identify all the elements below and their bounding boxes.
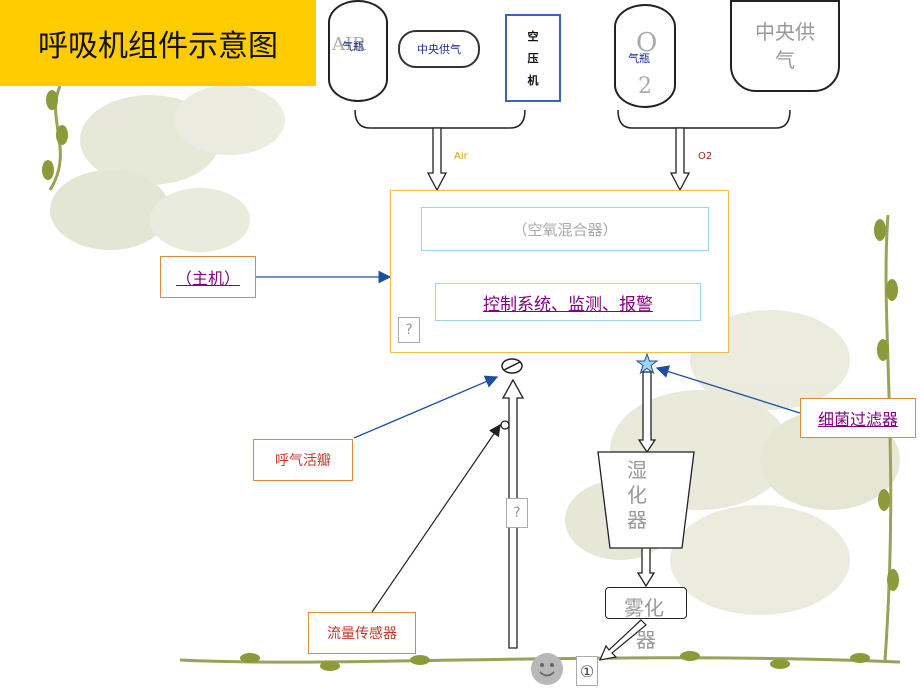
- nebulizer-outlet-arrow: [599, 619, 647, 661]
- mixer-label: （空氧混合器）: [512, 220, 618, 239]
- control-system-link[interactable]: 控制系统、监测、报警: [483, 294, 653, 315]
- exhale-valve-icon: [501, 358, 523, 374]
- o2-central-label-2: 气: [775, 48, 795, 72]
- control-system[interactable]: 控制系统、监测、报警: [435, 283, 701, 321]
- air-source-bracket: [354, 109, 526, 129]
- smiley-icon: [531, 653, 563, 685]
- nebulizer-label-2: 器: [636, 628, 656, 652]
- humidifier-label: 湿 化 器: [624, 458, 650, 533]
- flow-sensor-icon: [500, 420, 510, 430]
- o2-line-label: O2: [698, 151, 713, 162]
- o2-source-bracket: [617, 109, 791, 129]
- flow-sensor-label: 流量传感器: [327, 626, 397, 642]
- compressor-char-2: 压: [527, 52, 539, 65]
- exhale-valve-callout: 呼气活瓣: [253, 439, 353, 481]
- o2-down-arrow: [669, 127, 691, 192]
- air-line-label: Air: [454, 151, 468, 162]
- filter-callout[interactable]: 细菌过滤器: [800, 398, 916, 438]
- air-compressor: 空 压 机: [505, 14, 561, 102]
- compressor-char-3: 机: [527, 74, 539, 87]
- main-unit-placeholder-icon: ?: [398, 317, 420, 343]
- air-oxygen-mixer: （空氧混合器）: [421, 207, 709, 251]
- air-cylinder: [328, 0, 388, 102]
- humidifier-char-2: 化: [627, 483, 647, 507]
- filter-link[interactable]: 细菌过滤器: [817, 410, 898, 429]
- flow-sensor-callout: 流量传感器: [308, 612, 416, 654]
- air-central-label: 中央供气: [417, 43, 461, 56]
- flow-sensor-arrow: [371, 424, 501, 613]
- humidifier-char-3: 器: [627, 508, 647, 532]
- o2-cylinder-label-2: 2: [638, 74, 652, 99]
- filter-arrow: [655, 365, 801, 414]
- air-down-arrow: [426, 127, 448, 192]
- air-cylinder-label: AIR: [332, 34, 366, 55]
- air-cylinder-overlay: 气瓶: [342, 40, 364, 53]
- humidifier-shape: [597, 451, 695, 549]
- filter-icon: [635, 352, 659, 375]
- o2-cylinder-label-o: O: [636, 28, 658, 58]
- host-link[interactable]: （主机）: [175, 269, 240, 288]
- compressor-char-1: 空: [527, 30, 539, 43]
- exhale-valve-label: 呼气活瓣: [275, 453, 331, 469]
- inspiratory-tube: [637, 371, 657, 454]
- exhale-valve-arrow: [353, 375, 499, 439]
- o2-cylinder-overlay: 气瓶: [628, 52, 650, 65]
- tube-placeholder-icon: ?: [506, 498, 528, 528]
- page-title: 呼吸机组件示意图: [0, 0, 316, 86]
- o2-central-supply: 中央供 气: [730, 0, 840, 92]
- bottom-numbered-icon: ①: [576, 656, 598, 686]
- air-central-supply: 中央供气: [398, 30, 480, 68]
- nebulizer: [605, 587, 687, 619]
- host-callout[interactable]: （主机）: [160, 256, 256, 298]
- o2-central-label-1: 中央供: [755, 20, 815, 44]
- o2-cylinder: [614, 4, 676, 108]
- nebulizer-label-1: 雾化: [624, 596, 664, 620]
- humidifier-char-1: 湿: [627, 458, 647, 482]
